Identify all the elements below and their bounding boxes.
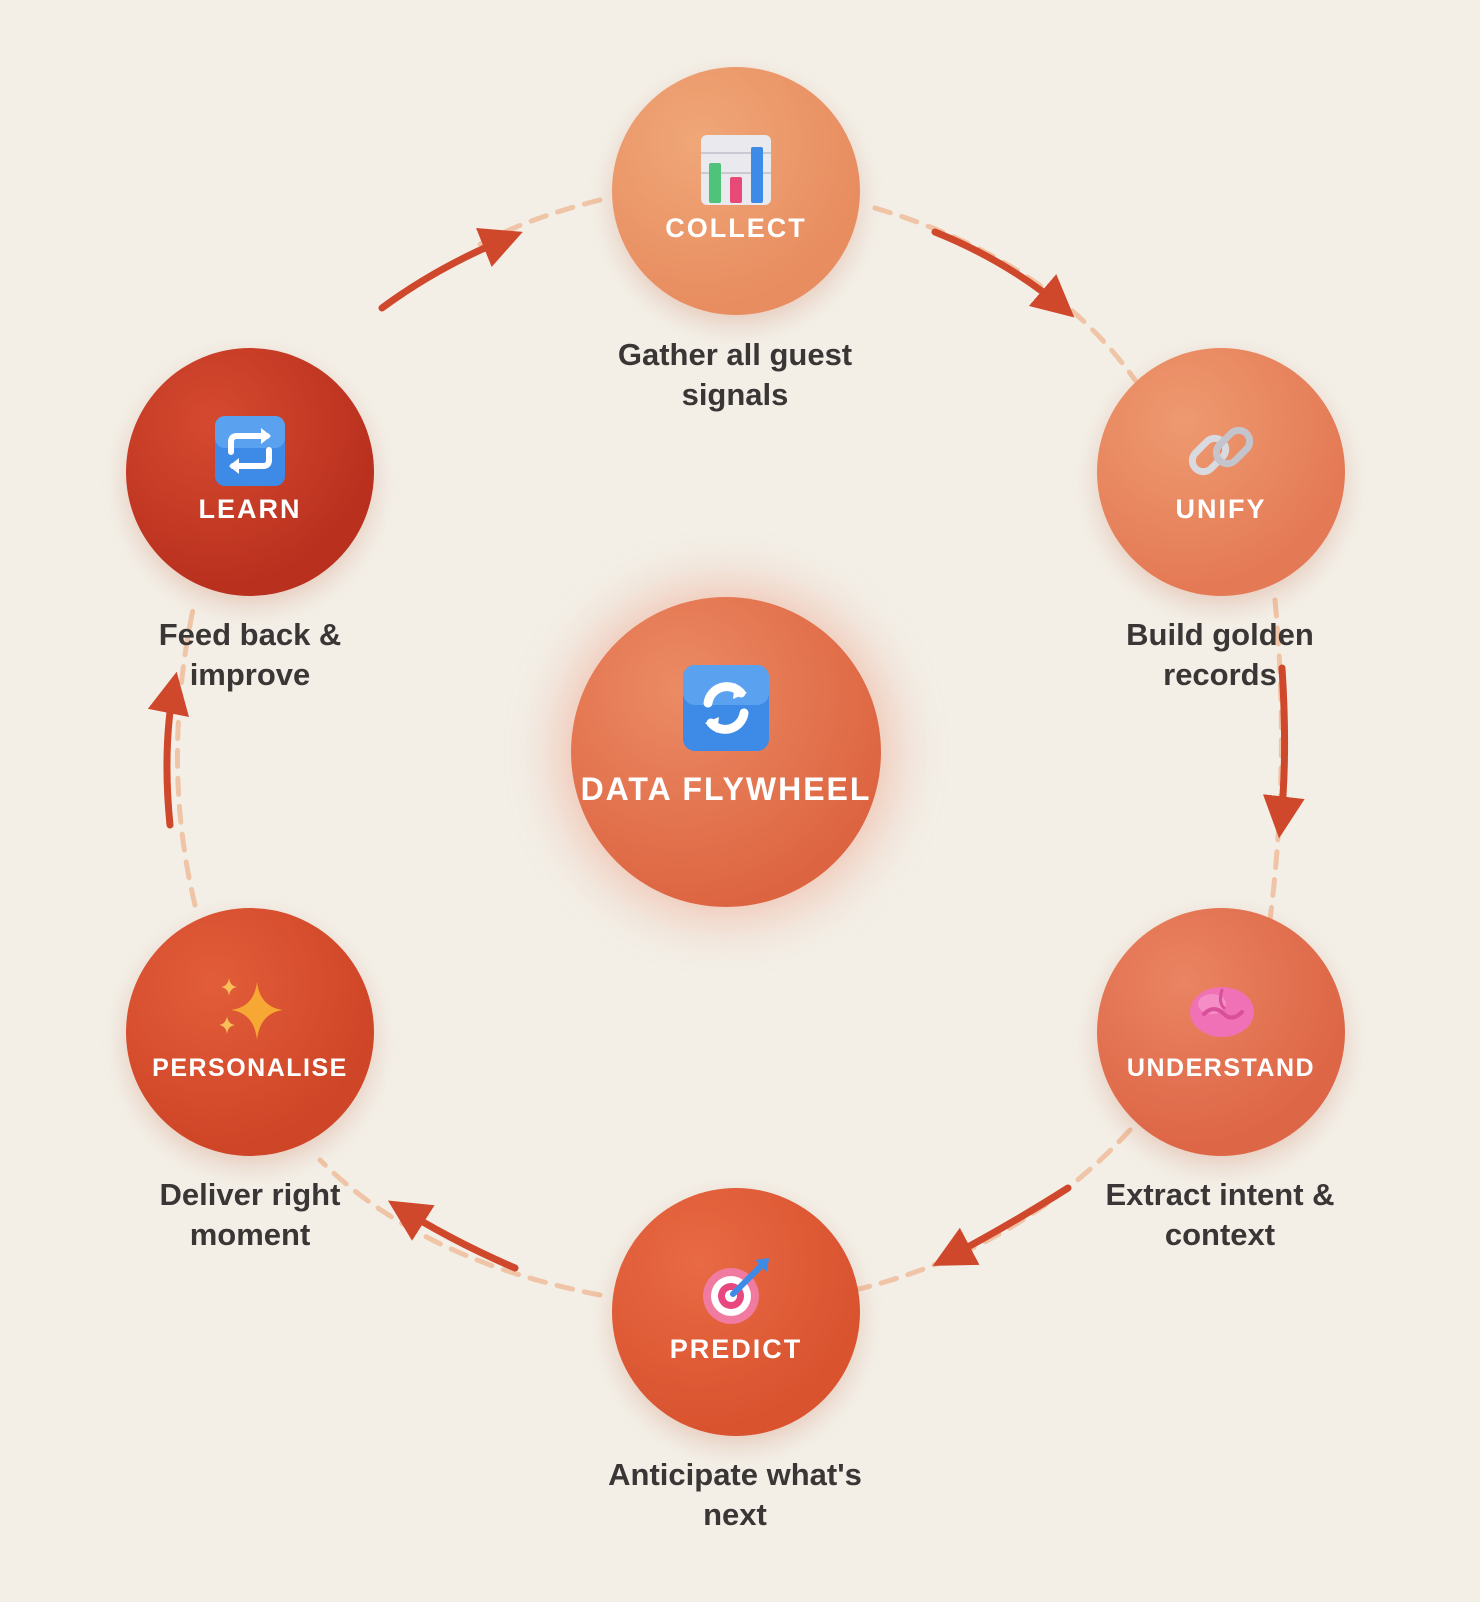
center-node: DATA FLYWHEEL: [571, 597, 881, 907]
node-understand: UNDERSTAND: [1097, 908, 1345, 1156]
node-label-predict: PREDICT: [669, 1334, 803, 1364]
caption-unify: Build golden records: [1126, 617, 1314, 692]
node-label-learn: LEARN: [198, 494, 302, 524]
caption-understand: Extract intent & context: [1105, 1177, 1335, 1252]
node-label-collect: COLLECT: [665, 213, 807, 243]
node-label-personalise: PERSONALISE: [152, 1054, 348, 1082]
repeat-icon: [215, 416, 285, 486]
bar-chart-icon: [701, 135, 771, 205]
arrow-understand-to-predict: [932, 1184, 1072, 1266]
node-label-unify: UNIFY: [1175, 494, 1267, 524]
brain-icon: [1190, 987, 1254, 1037]
arrow-personalise-to-learn: [147, 671, 190, 829]
sparkles-icon: [219, 978, 283, 1040]
arrow-learn-to-collect: [378, 227, 523, 312]
arrow-collect-to-unify: [931, 228, 1075, 318]
node-unify: UNIFY: [1097, 348, 1345, 596]
center-label: DATA FLYWHEEL: [580, 771, 872, 807]
caption-learn: Feed back & improve: [158, 617, 342, 692]
link-icon: [1188, 426, 1254, 476]
arrow-predict-to-personalise: [387, 1200, 519, 1272]
node-learn: LEARN: [126, 348, 374, 596]
node-predict: PREDICT: [612, 1188, 860, 1436]
arrow-unify-to-understand: [1262, 664, 1305, 839]
node-label-understand: UNDERSTAND: [1126, 1054, 1316, 1082]
caption-predict: Anticipate what's next: [608, 1457, 862, 1532]
target-icon: [703, 1258, 769, 1324]
node-collect: COLLECT: [612, 67, 860, 315]
caption-collect: Gather all guest signals: [617, 337, 853, 412]
sync-icon: [683, 665, 769, 751]
caption-personalise: Deliver right moment: [159, 1177, 341, 1252]
node-personalise: PERSONALISE: [126, 908, 374, 1156]
